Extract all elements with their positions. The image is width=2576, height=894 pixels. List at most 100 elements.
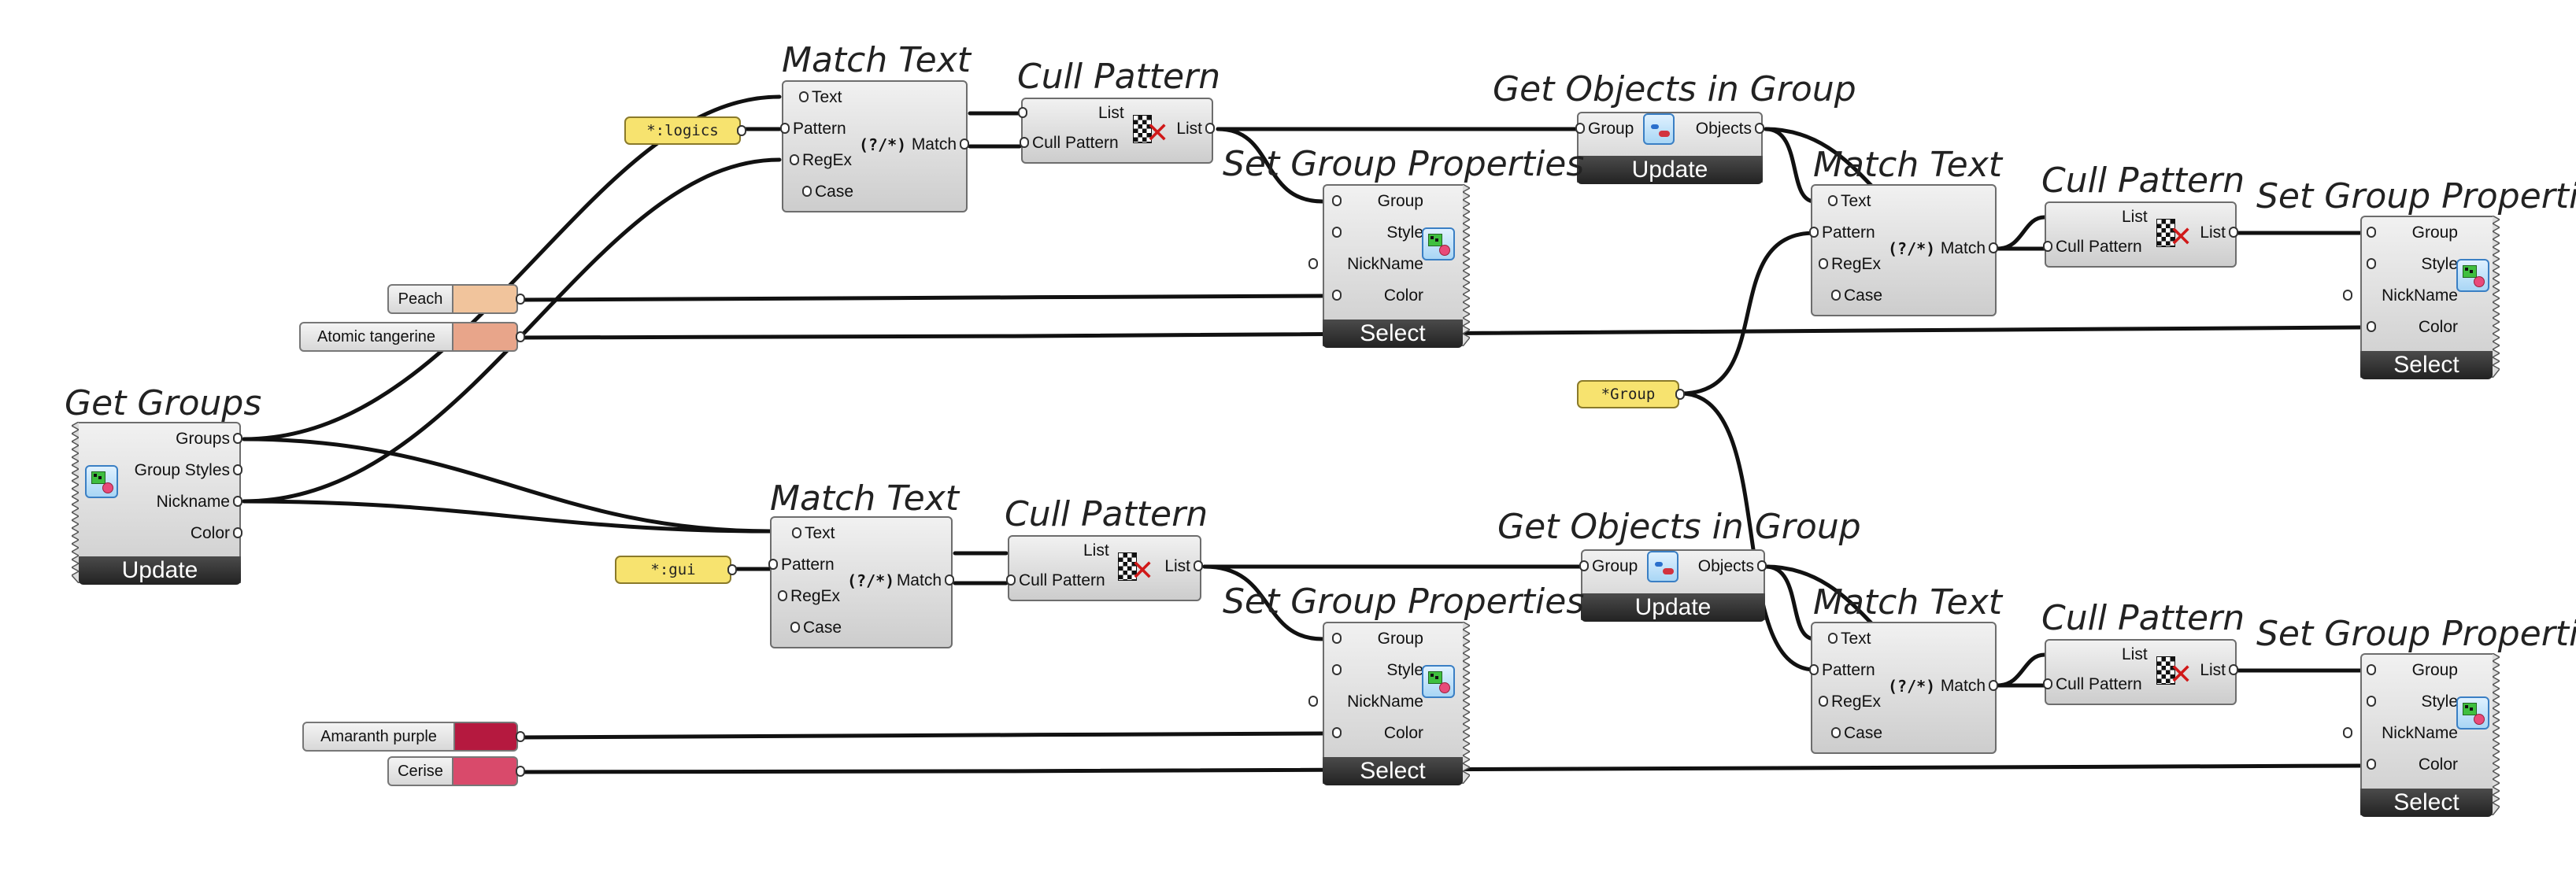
output-color[interactable]: Color: [191, 524, 242, 543]
input-nickname[interactable]: NickName: [2343, 724, 2458, 743]
output-list[interactable]: List: [2200, 661, 2238, 680]
input-group[interactable]: Group: [2367, 224, 2458, 242]
set-group-properties-node[interactable]: Group Style NickName Color Select: [1308, 184, 1470, 348]
text-panel[interactable]: *:gui: [615, 556, 737, 584]
output-list[interactable]: List: [2200, 224, 2238, 242]
input-color[interactable]: Color: [2367, 755, 2458, 774]
set-group-properties-node[interactable]: Group Style NickName Color Select: [2343, 653, 2500, 817]
output-group-styles[interactable]: Group Styles: [135, 461, 242, 480]
node-title: Cull Pattern: [1017, 57, 1221, 97]
input-group[interactable]: Group: [1579, 557, 1638, 576]
select-button[interactable]: Select: [2360, 351, 2493, 379]
output-list[interactable]: List: [1176, 120, 1215, 139]
input-cull-pattern[interactable]: Cull Pattern: [2043, 675, 2142, 694]
match-text-node[interactable]: Text Pattern RegEx Case (?/*) Match: [768, 516, 954, 648]
input-regex[interactable]: RegEx: [1819, 693, 1881, 711]
output-list[interactable]: List: [1164, 557, 1203, 576]
input-case[interactable]: Case: [1831, 724, 1882, 743]
node-title: Set Group Properties: [2256, 176, 2576, 216]
input-pattern[interactable]: Pattern: [768, 556, 835, 574]
input-cull-pattern[interactable]: Cull Pattern: [1006, 571, 1105, 590]
color-swatch[interactable]: Atomic tangerine: [299, 322, 525, 352]
input-cull-pattern[interactable]: Cull Pattern: [1020, 134, 1119, 153]
input-case[interactable]: Case: [802, 183, 853, 201]
output-grip[interactable]: [516, 731, 525, 742]
input-group[interactable]: Group: [2367, 661, 2458, 680]
input-list[interactable]: List: [2122, 645, 2148, 663]
output-match[interactable]: Match: [897, 571, 954, 590]
output-match[interactable]: Match: [1941, 239, 1998, 258]
input-text[interactable]: Text: [1828, 192, 1871, 211]
cull-pattern-node[interactable]: List Cull Pattern ✕ List: [1006, 535, 1203, 601]
cull-pattern-node[interactable]: List Cull Pattern ✕ List: [2043, 201, 2238, 268]
input-text[interactable]: Text: [799, 88, 842, 107]
color-swatch[interactable]: Cerise: [387, 756, 525, 786]
input-color[interactable]: Color: [1332, 724, 1423, 743]
select-button[interactable]: Select: [1323, 757, 1463, 785]
input-list[interactable]: List: [2122, 208, 2148, 226]
input-color[interactable]: Color: [2367, 318, 2458, 337]
set-group-properties-node[interactable]: Group Style NickName Color Select: [2343, 216, 2500, 379]
input-case[interactable]: Case: [790, 619, 842, 637]
output-grip[interactable]: [516, 766, 525, 777]
input-cull-pattern[interactable]: Cull Pattern: [2043, 238, 2142, 257]
output-grip[interactable]: [727, 564, 737, 575]
input-regex[interactable]: RegEx: [790, 151, 852, 170]
input-text[interactable]: Text: [1828, 630, 1871, 648]
select-button[interactable]: Select: [2360, 789, 2493, 817]
color-swatch[interactable]: Peach: [387, 284, 525, 314]
input-group[interactable]: Group: [1575, 120, 1634, 139]
wire: [242, 94, 782, 441]
update-button[interactable]: Update: [79, 556, 241, 585]
input-nickname[interactable]: NickName: [1308, 255, 1423, 274]
output-match[interactable]: Match: [912, 135, 969, 154]
output-objects[interactable]: Objects: [1696, 120, 1764, 139]
swatch-color[interactable]: [452, 322, 518, 352]
output-groups[interactable]: Groups: [176, 430, 242, 449]
input-group[interactable]: Group: [1332, 192, 1423, 211]
input-pattern[interactable]: Pattern: [1809, 661, 1875, 680]
match-text-node[interactable]: Text Pattern RegEx Case (?/*) Match: [1809, 184, 1998, 316]
text-panel[interactable]: *Group: [1577, 380, 1685, 408]
output-match[interactable]: Match: [1941, 677, 1998, 696]
set-group-properties-node[interactable]: Group Style NickName Color Select: [1308, 622, 1470, 785]
get-objects-in-group-node[interactable]: Group Objects Update: [1579, 549, 1767, 622]
output-grip[interactable]: [737, 125, 746, 136]
input-list[interactable]: List: [1018, 104, 1124, 123]
output-objects[interactable]: Objects: [1698, 557, 1767, 576]
input-regex[interactable]: RegEx: [1819, 255, 1881, 274]
select-button[interactable]: Select: [1323, 320, 1463, 348]
input-pattern[interactable]: Pattern: [780, 120, 846, 139]
color-swatch[interactable]: Amaranth purple: [302, 722, 525, 752]
text-panel[interactable]: *:logics: [624, 116, 746, 145]
swatch-color[interactable]: [452, 756, 518, 786]
cull-pattern-node[interactable]: List Cull Pattern ✕ List: [2043, 639, 2238, 705]
output-grip[interactable]: [516, 294, 525, 305]
update-button[interactable]: Update: [1577, 156, 1763, 184]
update-button[interactable]: Update: [1581, 593, 1765, 622]
input-nickname[interactable]: NickName: [2343, 286, 2458, 305]
input-style[interactable]: Style: [1332, 661, 1423, 680]
input-regex[interactable]: RegEx: [778, 587, 840, 606]
input-style[interactable]: Style: [1332, 224, 1423, 242]
output-grip[interactable]: [1675, 389, 1685, 400]
input-list[interactable]: List: [1083, 541, 1109, 560]
input-style[interactable]: Style: [2367, 255, 2458, 274]
input-nickname[interactable]: NickName: [1308, 693, 1423, 711]
output-nickname[interactable]: Nickname: [157, 493, 242, 512]
cull-pattern-node[interactable]: List Cull Pattern ✕ List: [1018, 98, 1215, 164]
input-case[interactable]: Case: [1831, 286, 1882, 305]
output-grip[interactable]: [516, 331, 525, 342]
input-group[interactable]: Group: [1332, 630, 1423, 648]
swatch-color[interactable]: [453, 722, 518, 752]
input-style[interactable]: Style: [2367, 693, 2458, 711]
match-text-node[interactable]: Text Pattern RegEx Case (?/*) Match: [1809, 622, 1998, 754]
input-text[interactable]: Text: [792, 524, 835, 543]
get-objects-in-group-node[interactable]: Group Objects Update: [1575, 112, 1764, 184]
get-groups-node[interactable]: Groups Group Styles Nickname Color Updat…: [72, 422, 242, 585]
match-text-node[interactable]: Text Pattern RegEx Case (?/*) Match: [780, 80, 969, 212]
input-pattern[interactable]: Pattern: [1809, 224, 1875, 242]
input-color[interactable]: Color: [1332, 286, 1423, 305]
swatch-color[interactable]: [452, 284, 518, 314]
